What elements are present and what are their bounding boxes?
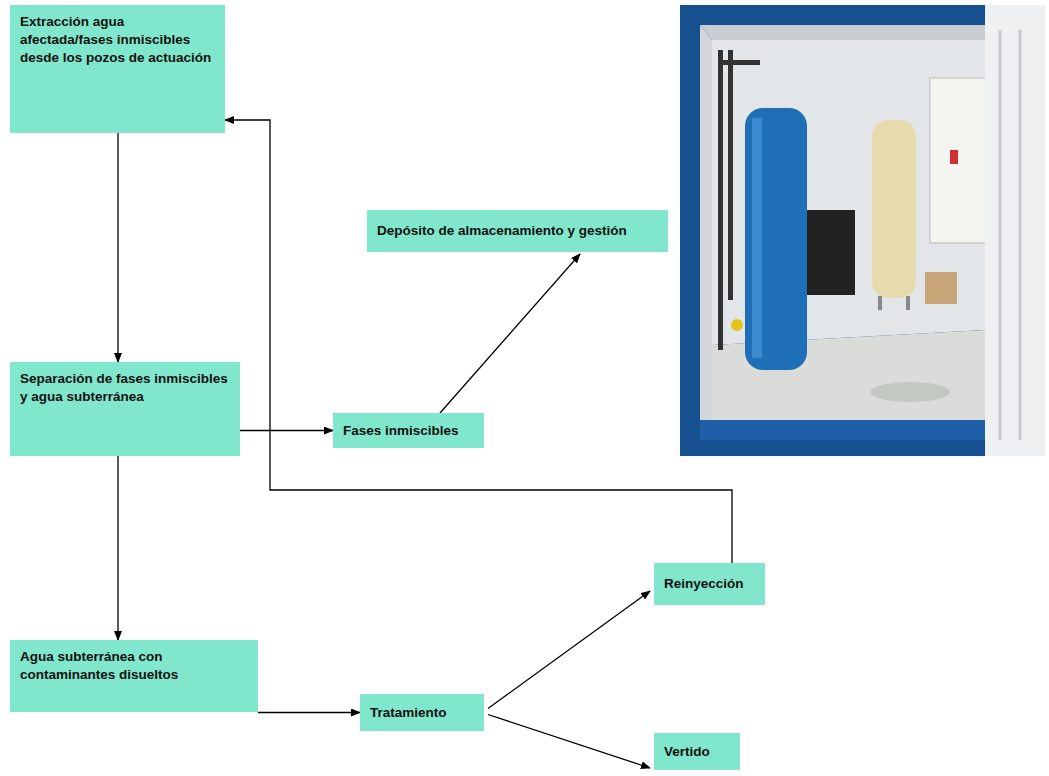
container-side-wall <box>700 25 712 430</box>
container-ceiling <box>700 25 985 40</box>
wall-pipe <box>718 50 723 350</box>
process-box: Depósito de almacenamiento y gestión <box>367 210 668 252</box>
box-text: Tratamiento <box>370 704 447 722</box>
flow-arrow <box>117 456 118 640</box>
flow-arrow <box>225 120 732 563</box>
process-box: Extracción agua afectada/fases inmiscibl… <box>10 5 225 133</box>
tank-leg <box>906 296 910 310</box>
process-box: Agua subterránea con contaminantes disue… <box>10 640 258 712</box>
floor-stain <box>870 382 950 402</box>
process-box: Vertido <box>654 733 740 770</box>
door-rib <box>1019 30 1022 440</box>
box-text: Extracción agua afectada/fases inmiscibl… <box>20 13 215 67</box>
tank-leg <box>878 296 882 310</box>
flow-arrow <box>240 430 333 431</box>
process-box: Separación de fases inmiscibles y agua s… <box>10 362 240 456</box>
machine <box>800 210 855 295</box>
cardboard-box <box>925 272 957 304</box>
wall-pipe <box>720 60 760 65</box>
box-text: Depósito de almacenamiento y gestión <box>377 222 627 240</box>
container-frame <box>680 5 1045 456</box>
blue-tank <box>745 108 807 370</box>
valve <box>731 319 743 331</box>
process-box: Tratamiento <box>360 694 484 731</box>
flow-arrow <box>258 712 360 713</box>
box-text: Vertido <box>664 743 710 761</box>
flow-arrow <box>488 591 650 709</box>
door-rib <box>999 30 1002 440</box>
box-text: Agua subterránea con contaminantes disue… <box>20 648 248 684</box>
process-box: Reinyección <box>654 563 765 605</box>
flow-arrow <box>117 133 118 362</box>
container-door <box>985 5 1045 456</box>
flow-arrow <box>440 254 580 413</box>
process-box: Fases inmiscibles <box>333 413 484 448</box>
cream-tank <box>872 120 916 298</box>
tank-highlight <box>752 118 762 358</box>
wall-pipe <box>728 50 733 300</box>
container-sill <box>700 420 990 440</box>
box-text: Fases inmiscibles <box>343 422 459 440</box>
flow-arrow <box>488 715 650 769</box>
box-text: Reinyección <box>664 575 744 593</box>
box-text: Separación de fases inmiscibles y agua s… <box>20 370 230 406</box>
electrical-panel <box>930 78 986 243</box>
panel-switch <box>950 150 958 164</box>
